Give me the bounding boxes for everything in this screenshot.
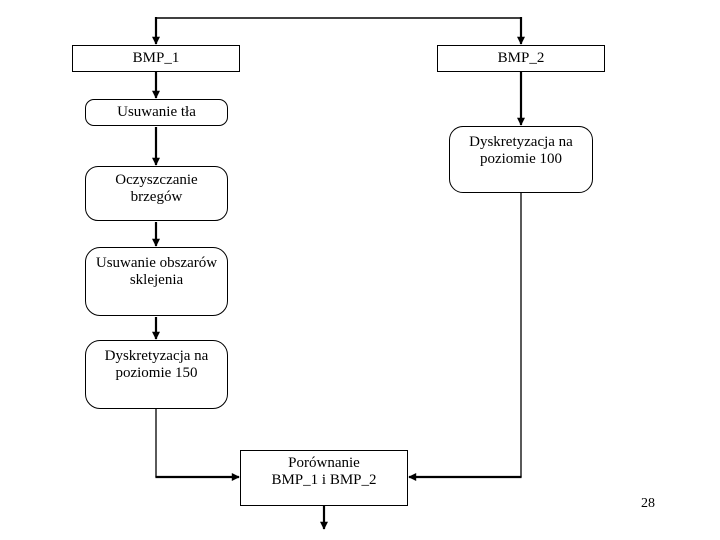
node-usuwanie-obszarow-sklejenia-label: Usuwanie obszarów sklejenia xyxy=(95,255,218,288)
node-usuwanie-obszarow-sklejenia: Usuwanie obszarów sklejenia xyxy=(85,247,228,316)
node-porownanie-label: Porównanie BMP_1 i BMP_2 xyxy=(271,455,377,488)
node-bmp1: BMP_1 xyxy=(72,45,240,72)
node-dyskretyzacja-100-label: Dyskretyzacja na poziomie 100 xyxy=(469,134,573,167)
page-number: 28 xyxy=(641,496,655,511)
node-dyskretyzacja-150: Dyskretyzacja na poziomie 150 xyxy=(85,340,228,409)
node-bmp2-label: BMP_2 xyxy=(497,50,545,66)
node-usuwanie-tla: Usuwanie tła xyxy=(85,99,228,126)
node-dyskretyzacja-100: Dyskretyzacja na poziomie 100 xyxy=(449,126,593,193)
node-oczyszczanie-brzegow-label: Oczyszczanie brzegów xyxy=(115,172,198,205)
node-porownanie: Porównanie BMP_1 i BMP_2 xyxy=(240,450,408,506)
node-dyskretyzacja-150-label: Dyskretyzacja na poziomie 150 xyxy=(104,348,209,381)
node-bmp1-label: BMP_1 xyxy=(132,50,180,66)
node-usuwanie-tla-label: Usuwanie tła xyxy=(117,104,196,120)
node-oczyszczanie-brzegow: Oczyszczanie brzegów xyxy=(85,166,228,221)
node-bmp2: BMP_2 xyxy=(437,45,605,72)
